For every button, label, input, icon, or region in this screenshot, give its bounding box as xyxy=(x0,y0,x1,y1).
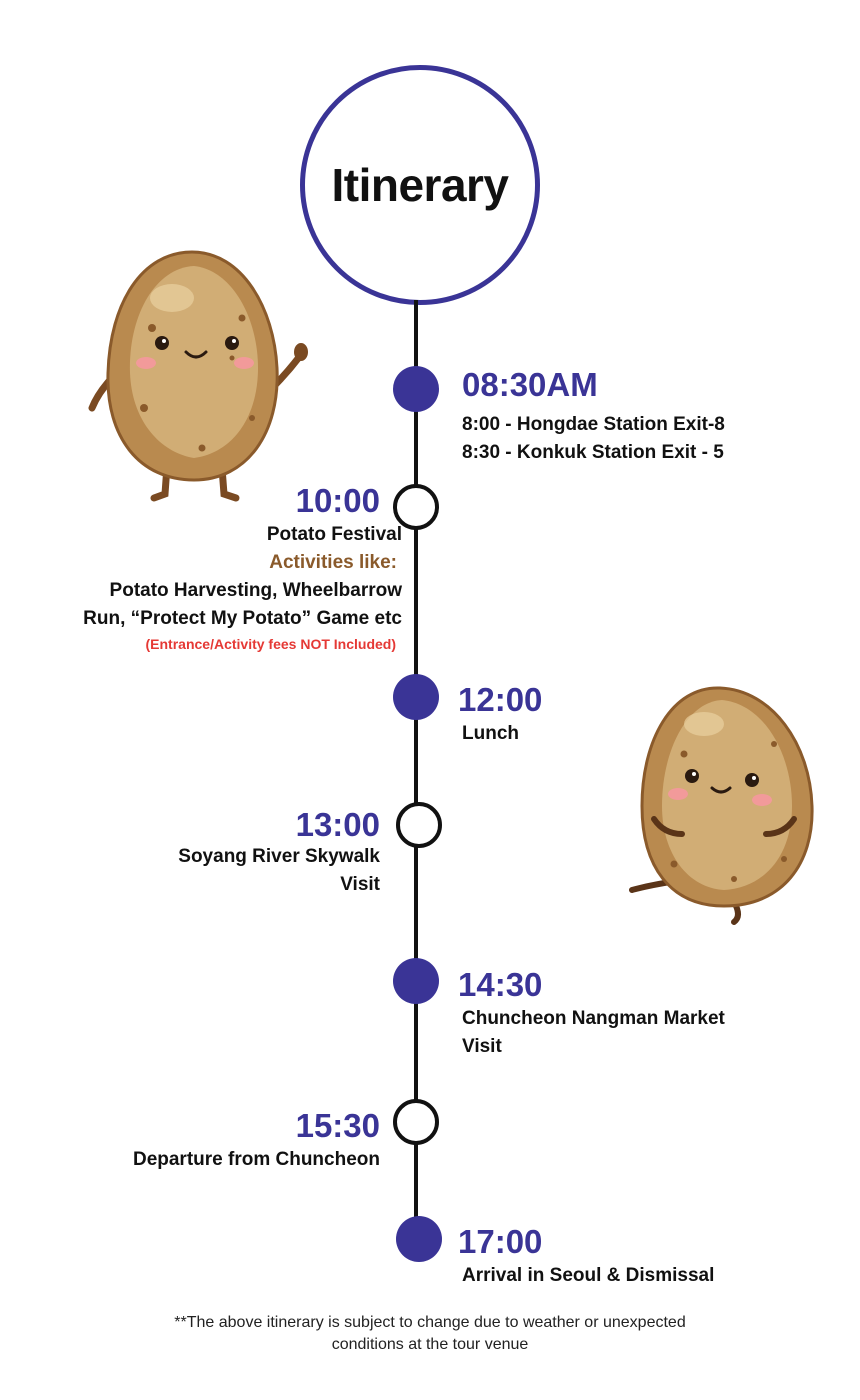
footnote-line: conditions at the tour venue xyxy=(331,1336,529,1353)
fees-note: (Entrance/Activity fees NOT Included) xyxy=(145,636,397,652)
stop-time: 10:00 xyxy=(295,482,380,519)
stop-line: Potato Harvesting, Wheelbarrow xyxy=(109,580,402,601)
stop-line: Chuncheon Nangman Market xyxy=(462,1008,725,1029)
timeline-line xyxy=(414,300,418,1260)
stop-time: 17:00 xyxy=(458,1223,543,1260)
timeline-dot-1300 xyxy=(396,802,442,848)
stop-1000: 10:00 Potato Festival Activities like: P… xyxy=(0,484,402,655)
timeline-dot-1700 xyxy=(396,1216,442,1262)
stop-time: 12:00 xyxy=(458,681,543,718)
stop-time: 13:00 xyxy=(295,806,380,843)
footnote: **The above itinerary is subject to chan… xyxy=(0,1312,860,1356)
stop-line: 8:30 - Konkuk Station Exit - 5 xyxy=(462,442,724,463)
stop-line: Soyang River Skywalk xyxy=(178,846,380,867)
stop-1300: 13:00 Soyang River Skywalk Visit xyxy=(0,808,380,899)
stop-line: Run, “Protect My Potato” Game etc xyxy=(83,608,402,629)
timeline-dot-1000 xyxy=(393,484,439,530)
stop-1700: 17:00 Arrival in Seoul & Dismissal xyxy=(458,1225,714,1290)
stop-1200: 12:00 Lunch xyxy=(458,683,542,748)
stop-line: Arrival in Seoul & Dismissal xyxy=(462,1265,715,1286)
stop-title: Potato Festival xyxy=(266,524,402,545)
stop-line: Departure from Chuncheon xyxy=(132,1149,380,1170)
stop-line: Visit xyxy=(462,1036,502,1057)
stop-time: 15:30 xyxy=(295,1107,380,1144)
stop-1530: 15:30 Departure from Chuncheon xyxy=(0,1109,380,1174)
stop-time: 08:30AM xyxy=(462,366,598,403)
footnote-line: **The above itinerary is subject to chan… xyxy=(174,1314,686,1331)
stop-line: 8:00 - Hongdae Station Exit-8 xyxy=(462,414,725,435)
stop-line: Visit xyxy=(340,874,380,895)
potato-waving-icon xyxy=(88,250,308,502)
stop-1430: 14:30 Chuncheon Nangman Market Visit xyxy=(458,968,725,1061)
activities-label: Activities like: xyxy=(269,552,397,573)
timeline-dot-1200 xyxy=(393,674,439,720)
page-title: Itinerary xyxy=(331,159,509,211)
stop-0830: 08:30AM 8:00 - Hongdae Station Exit-8 8:… xyxy=(462,368,725,467)
stop-line: Lunch xyxy=(462,723,519,744)
timeline-dot-1430 xyxy=(393,958,439,1004)
timeline-dot-0830 xyxy=(393,366,439,412)
title-circle: Itinerary xyxy=(300,65,540,305)
potato-sitting-icon xyxy=(629,686,814,925)
timeline-dot-1530 xyxy=(393,1099,439,1145)
stop-time: 14:30 xyxy=(458,966,543,1003)
